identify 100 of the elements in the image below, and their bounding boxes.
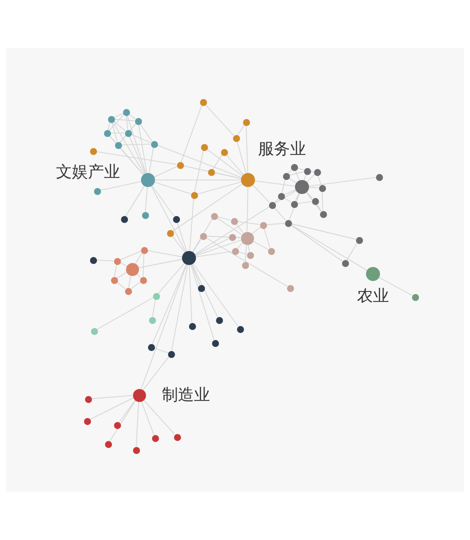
link-line [152,264,187,344]
link-line [138,258,182,268]
link-line [252,240,268,250]
link-line [294,170,300,181]
link-line [291,223,356,240]
link-line [192,238,202,252]
link-line [116,272,127,279]
link-line [100,181,142,191]
link-line [126,114,146,174]
link-line [194,150,204,192]
link-line [118,400,136,423]
link-line [156,144,242,178]
link-line [121,144,151,146]
link-line [306,192,322,212]
link-line [290,224,368,271]
link-line [108,135,144,176]
link-line [289,171,304,176]
link-line [140,400,154,436]
link-line [140,124,152,142]
link-line [96,151,177,165]
link-line [188,264,192,323]
link-line [158,262,185,294]
link-line [196,251,232,258]
link-line [152,299,156,317]
link-line [147,250,182,258]
link-line [96,297,154,330]
cluster-label: 服务业 [258,140,306,158]
link-line [274,207,286,221]
link-line [90,398,134,420]
link-line [254,180,296,186]
link-line [136,273,141,278]
link-line [192,264,218,318]
link-line [140,264,187,390]
link-line [142,253,144,277]
link-line [306,174,315,182]
link-line [126,115,128,130]
link-line [144,186,148,212]
link-line [310,170,314,172]
link-line [120,250,142,260]
link-line [288,169,292,174]
link-line [176,222,188,252]
cluster-label: 文娱产业 [56,163,120,181]
link-line [130,134,152,143]
link-line [246,125,248,174]
link-line [264,228,270,248]
link-line [108,122,110,130]
link-line [135,252,142,264]
link-line [266,222,285,226]
link-line [238,124,244,136]
link-line [171,264,188,351]
link-line [378,277,412,296]
link-line [152,185,174,217]
link-line [112,122,118,142]
link-line [129,136,146,174]
link-line [236,223,244,234]
link-line [252,184,270,203]
link-line [108,114,124,131]
link-line [296,168,304,170]
link-line [284,189,296,195]
link-line [180,104,202,162]
link-line [274,190,296,204]
link-line [290,224,342,262]
link-line [252,226,261,234]
link-line [113,120,126,132]
link-line [217,216,231,221]
link-line [112,122,145,174]
link-line [238,252,247,254]
link-line [148,147,154,174]
link-line [206,237,288,287]
link-line [154,182,192,194]
link-line [154,348,168,354]
link-line [195,240,242,256]
link-line [125,186,145,216]
link-line [138,124,148,174]
link-line [216,218,242,235]
link-line [190,264,214,340]
link-line [172,184,243,232]
cluster-label: 农业 [357,287,389,305]
link-line [189,198,194,252]
link-line [197,182,242,194]
link-line [237,221,260,225]
link-line [226,154,244,176]
link-line [297,201,312,204]
link-line [143,399,176,435]
link-line [120,123,136,143]
link-line [194,206,270,255]
link-line [109,135,116,143]
link-line [274,198,279,203]
link-line [91,395,133,400]
link-line [110,400,136,442]
link-line [110,132,125,134]
link-line [150,186,186,252]
link-line [295,192,300,202]
link-line [235,236,241,238]
link-line [192,218,213,252]
link-line [114,118,135,122]
link-line [136,401,139,447]
link-line [130,282,141,290]
link-line [172,235,186,253]
link-line [120,147,144,176]
